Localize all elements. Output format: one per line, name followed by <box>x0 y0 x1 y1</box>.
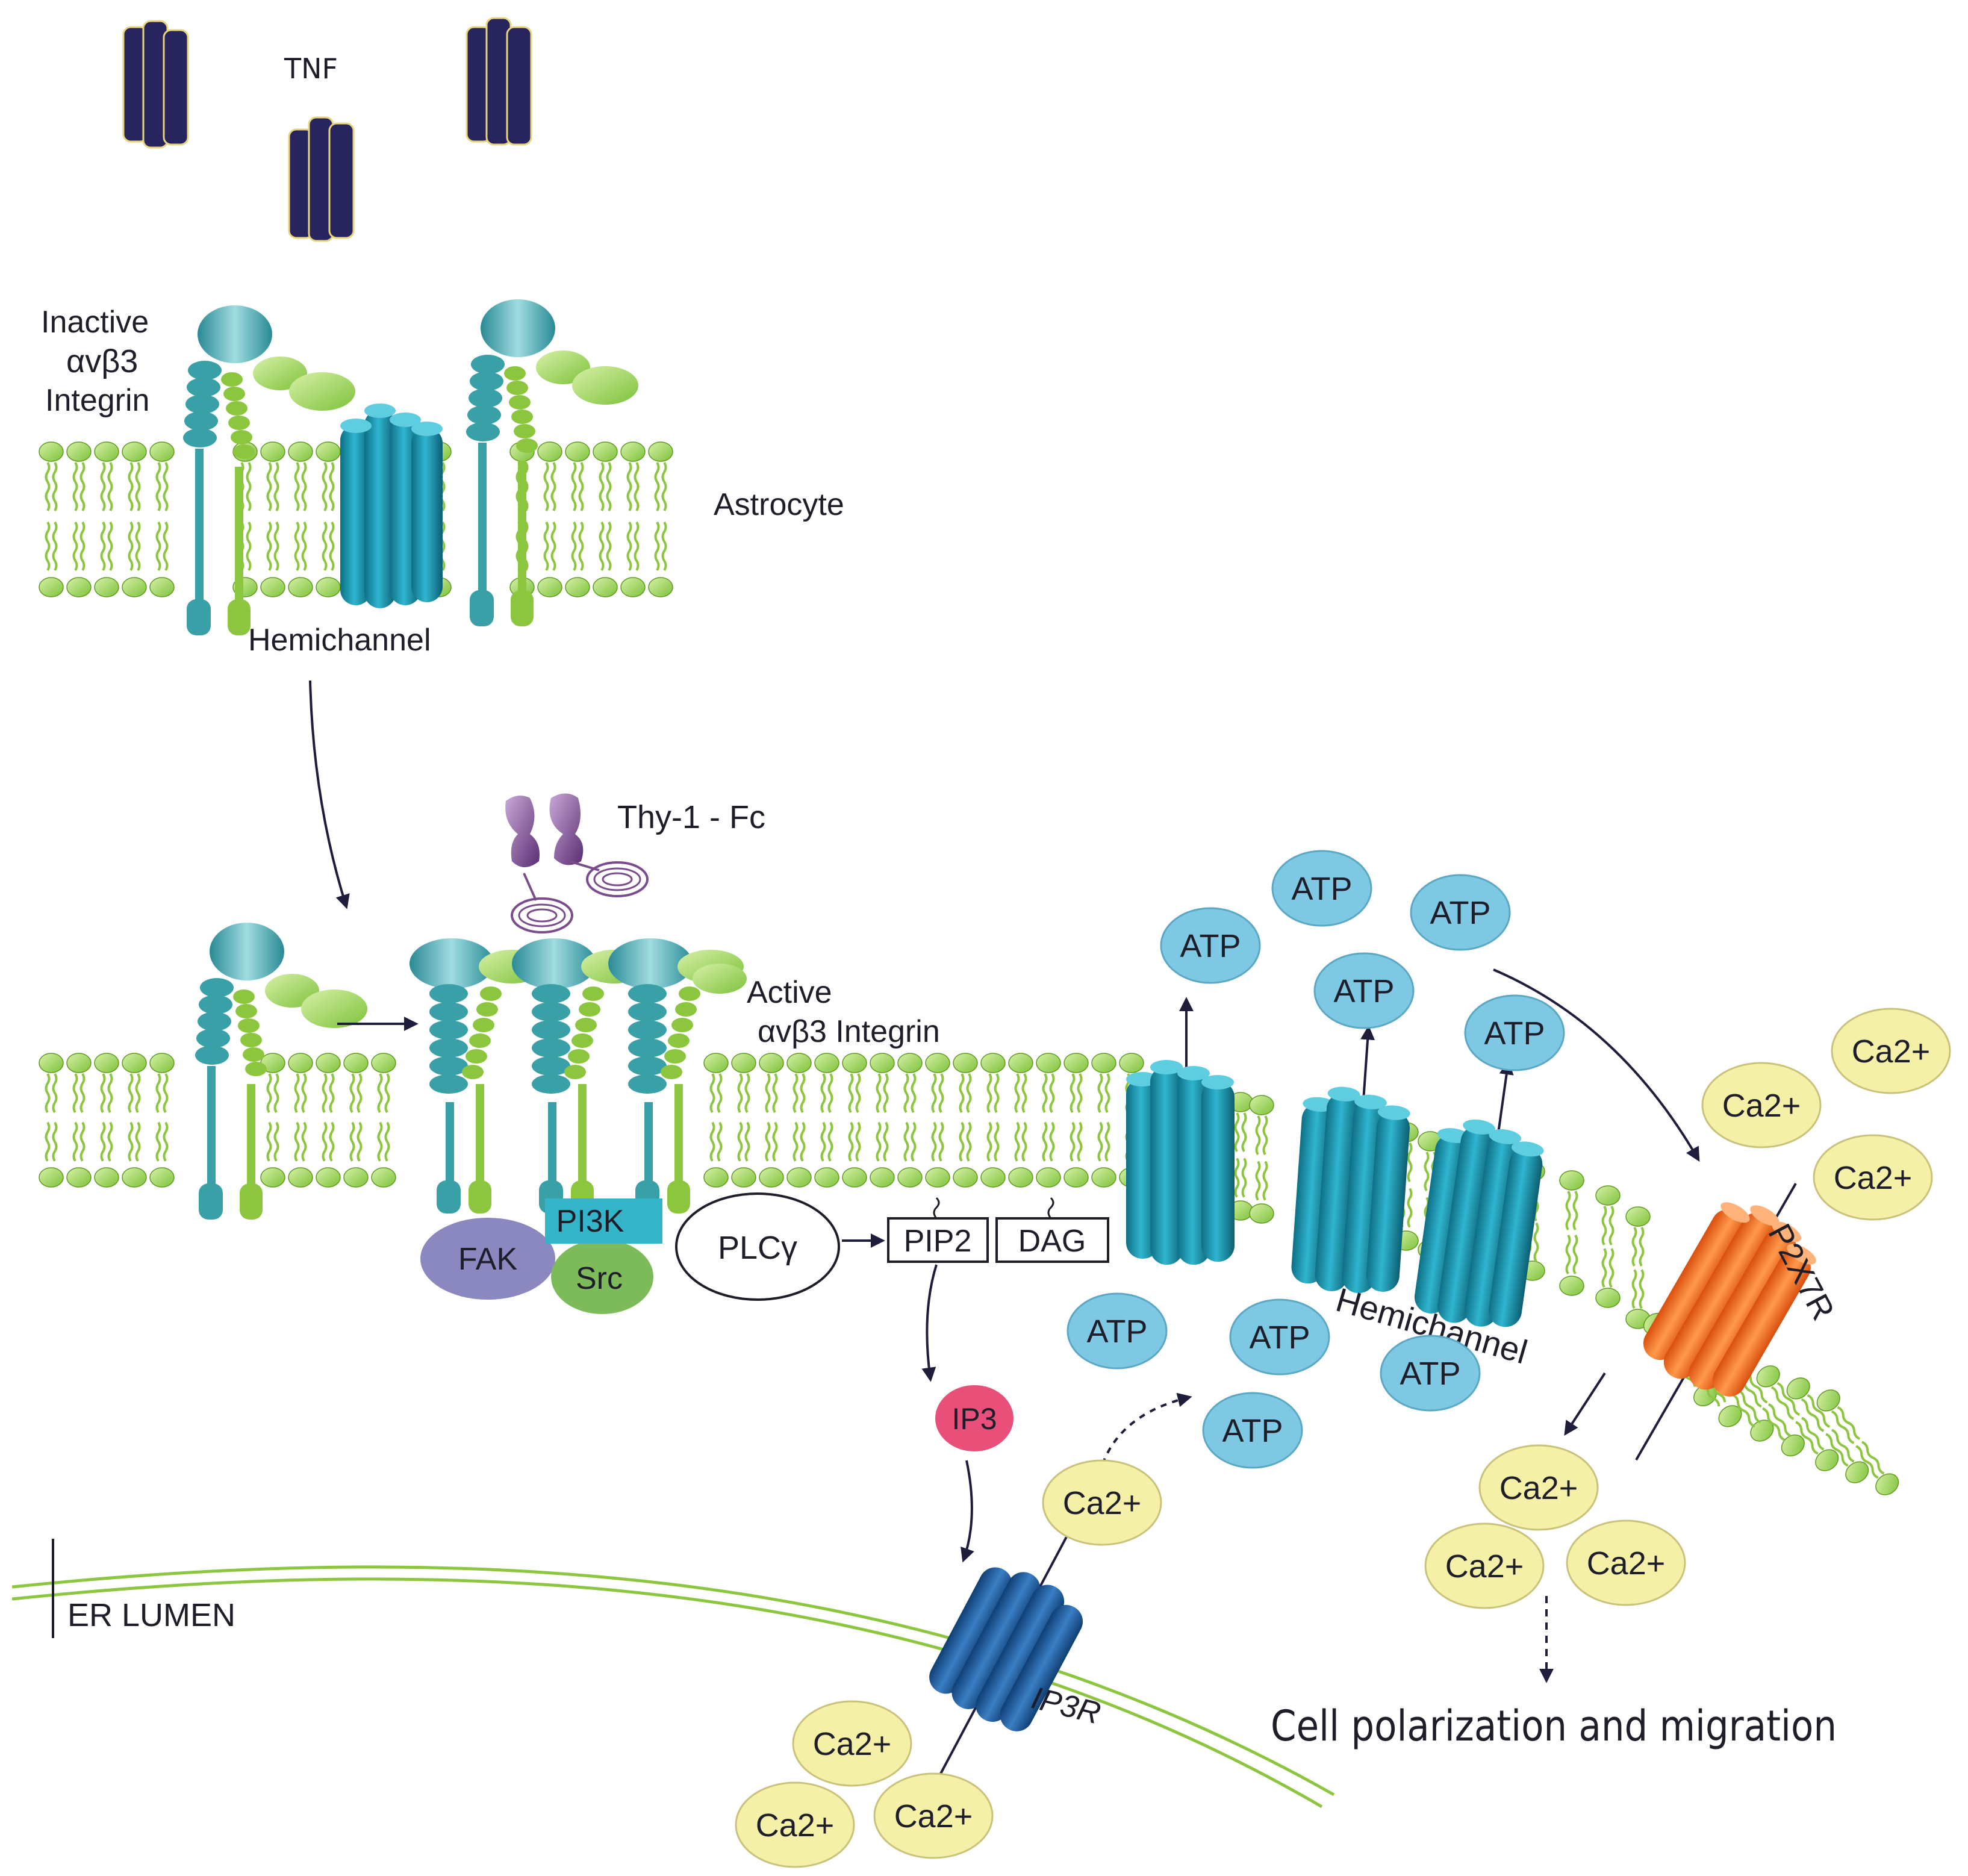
src-label: Src <box>576 1261 623 1296</box>
atp-label: ATP <box>1291 871 1352 907</box>
calcium-label: Ca2+ <box>1722 1088 1801 1124</box>
atp-bubble: ATP <box>1464 994 1565 1071</box>
atp-label: ATP <box>1180 928 1241 964</box>
fak-src-pi3k-complex <box>420 1198 662 1314</box>
active-integrin-label-line2: αvβ3 Integrin <box>758 1014 940 1049</box>
atp-bubble: ATP <box>1160 907 1261 984</box>
tnf-trimer-left <box>122 20 189 149</box>
atp-bubble: ATP <box>1202 1392 1303 1469</box>
atp-label: ATP <box>1333 973 1394 1009</box>
hemichannel-top <box>340 404 443 608</box>
ip3-node <box>935 1385 1014 1451</box>
calcium-label: Ca2+ <box>813 1726 892 1762</box>
inactive-integrin-lower <box>195 923 367 1220</box>
calcium-bubble: Ca2+ <box>1478 1444 1599 1531</box>
calcium-bubble: Ca2+ <box>792 1700 912 1787</box>
tnf-label: TNF <box>284 52 338 85</box>
plc-gamma-node <box>675 1192 840 1301</box>
calcium-bubble: Ca2+ <box>1424 1522 1545 1609</box>
ip3-label: IP3 <box>951 1402 997 1436</box>
calcium-label: Ca2+ <box>1587 1545 1666 1582</box>
er-lumen-label: ER LUMEN <box>67 1597 235 1633</box>
active-integrin-cluster <box>409 938 747 1214</box>
arrow-atp-to-p2x7r <box>1493 968 1700 1162</box>
calcium-label: Ca2+ <box>1499 1470 1578 1506</box>
inactive-integrin-label-line3: Integrin <box>45 383 149 418</box>
calcium-bubble: Ca2+ <box>1813 1134 1933 1221</box>
calcium-label: Ca2+ <box>1445 1548 1524 1585</box>
inactive-integrin-label-line2: αvβ3 <box>66 343 138 379</box>
tnf-trimer-middle <box>288 116 355 242</box>
fak-node <box>420 1218 555 1300</box>
atp-bubble: ATP <box>1067 1292 1168 1370</box>
atp-label: ATP <box>1222 1413 1283 1449</box>
calcium-label: Ca2+ <box>894 1798 973 1834</box>
active-integrin-label-line1: Active <box>747 975 832 1010</box>
lipid-anchor-squiggles <box>933 1197 1054 1219</box>
outcome-label: Cell polarization and migration <box>1271 1701 1837 1751</box>
calcium-bubble: Ca2+ <box>1042 1459 1162 1546</box>
er-membrane-outer <box>11 1565 1335 1797</box>
astrocyte-membrane-bottom <box>39 1053 1144 1188</box>
p2x7r-receptor <box>1635 1183 1816 1461</box>
calcium-bubble: Ca2+ <box>873 1772 994 1859</box>
atp-label: ATP <box>1430 895 1490 931</box>
arrow-ip3-to-ip3r <box>961 1460 974 1563</box>
pip2-box <box>887 1217 989 1263</box>
thy1-fc-label: Thy-1 - Fc <box>617 799 765 835</box>
arrow-p2x7r-to-cytosol <box>1564 1372 1606 1436</box>
inactive-integrin-right <box>466 299 638 626</box>
calcium-bubble: Ca2+ <box>1566 1519 1686 1606</box>
hemichannel-top-label: Hemichannel <box>248 623 431 658</box>
inactive-integrin-label-line1: Inactive <box>41 305 149 340</box>
arrow-tnf-to-activation <box>309 680 350 909</box>
atp-label: ATP <box>1086 1314 1147 1350</box>
calcium-label: Ca2+ <box>1063 1485 1142 1521</box>
dag-box <box>995 1217 1109 1263</box>
astrocyte-label: Astrocyte <box>714 487 844 522</box>
atp-label: ATP <box>1249 1320 1310 1356</box>
ip3r-label: IP3R <box>1028 1680 1104 1731</box>
atp-bubble: ATP <box>1229 1298 1330 1376</box>
calcium-bubble: Ca2+ <box>735 1781 855 1868</box>
atp-bubble: ATP <box>1380 1335 1481 1412</box>
dag-label: DAG <box>1018 1224 1086 1259</box>
er-membrane-inner <box>11 1577 1323 1809</box>
tnf-trimer-right <box>466 17 532 146</box>
atp-bubble: ATP <box>1271 850 1372 927</box>
atp-label: ATP <box>1400 1356 1460 1392</box>
pip2-label: PIP2 <box>904 1224 972 1259</box>
calcium-label: Ca2+ <box>1834 1160 1913 1196</box>
pi3k-label: PI3K <box>556 1204 624 1239</box>
thy1-fc-ligand <box>505 793 649 933</box>
src-node <box>551 1239 653 1314</box>
fak-label: FAK <box>458 1242 518 1277</box>
plc-gamma-label: PLCγ <box>718 1230 797 1266</box>
calcium-label: Ca2+ <box>1852 1033 1931 1070</box>
ip3r-receptor <box>929 1522 1083 1775</box>
calcium-bubble: Ca2+ <box>1831 1008 1951 1094</box>
arrow-pip2-to-ip3 <box>921 1264 938 1382</box>
calcium-bubble: Ca2+ <box>1701 1062 1822 1148</box>
hemichannels-bottom-row <box>1126 997 1544 1327</box>
atp-bubble: ATP <box>1313 952 1415 1029</box>
atp-label: ATP <box>1484 1015 1545 1052</box>
atp-bubble: ATP <box>1410 874 1511 951</box>
calcium-label: Ca2+ <box>756 1807 835 1843</box>
inactive-integrin-left <box>183 305 355 635</box>
pi3k-node <box>545 1198 662 1244</box>
